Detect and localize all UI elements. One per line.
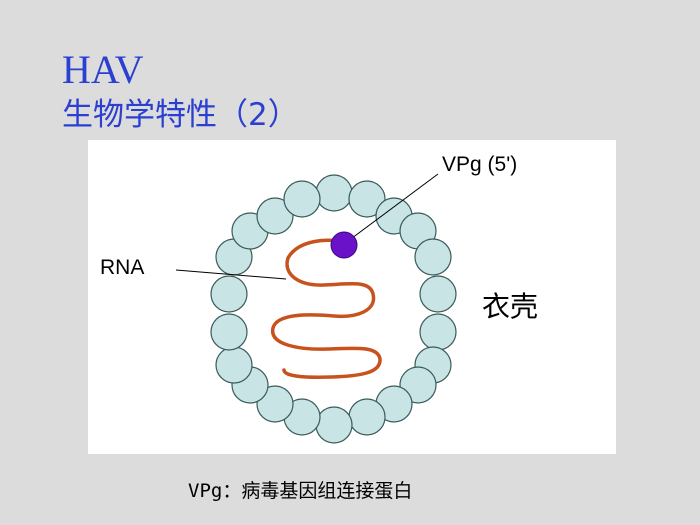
slide-subtitle: 生物学特性（2） [62, 97, 299, 133]
capsomere [315, 406, 353, 444]
capsomere [256, 197, 294, 235]
capsomere [256, 385, 294, 423]
capsomere [315, 174, 353, 212]
capsomere [414, 238, 452, 276]
capsid-ring [210, 174, 457, 444]
capsomere [210, 275, 248, 313]
rna-label: RNA [100, 256, 144, 279]
capsid-label: 衣壳 [482, 290, 538, 323]
capsomere [419, 275, 457, 313]
vpg-protein [330, 231, 358, 259]
virus-structure-diagram: VPg (5') RNA 衣壳 [88, 140, 616, 454]
capsomere [283, 180, 321, 218]
vpg-label: VPg (5') [442, 153, 517, 176]
capsomere [419, 313, 457, 351]
rna-pointer-line [175, 269, 287, 280]
vpg-caption: VPg：病毒基因组连接蛋白 [188, 480, 413, 502]
rna-strand [271, 238, 382, 379]
capsomere [210, 313, 248, 351]
slide-title: HAV [62, 47, 144, 92]
capsomere [348, 398, 386, 436]
capsomere [215, 346, 253, 384]
capsomere [348, 180, 386, 218]
vpg-pointer-line [343, 173, 439, 245]
virus-structure-svg: VPg (5') RNA 衣壳 [100, 153, 538, 444]
